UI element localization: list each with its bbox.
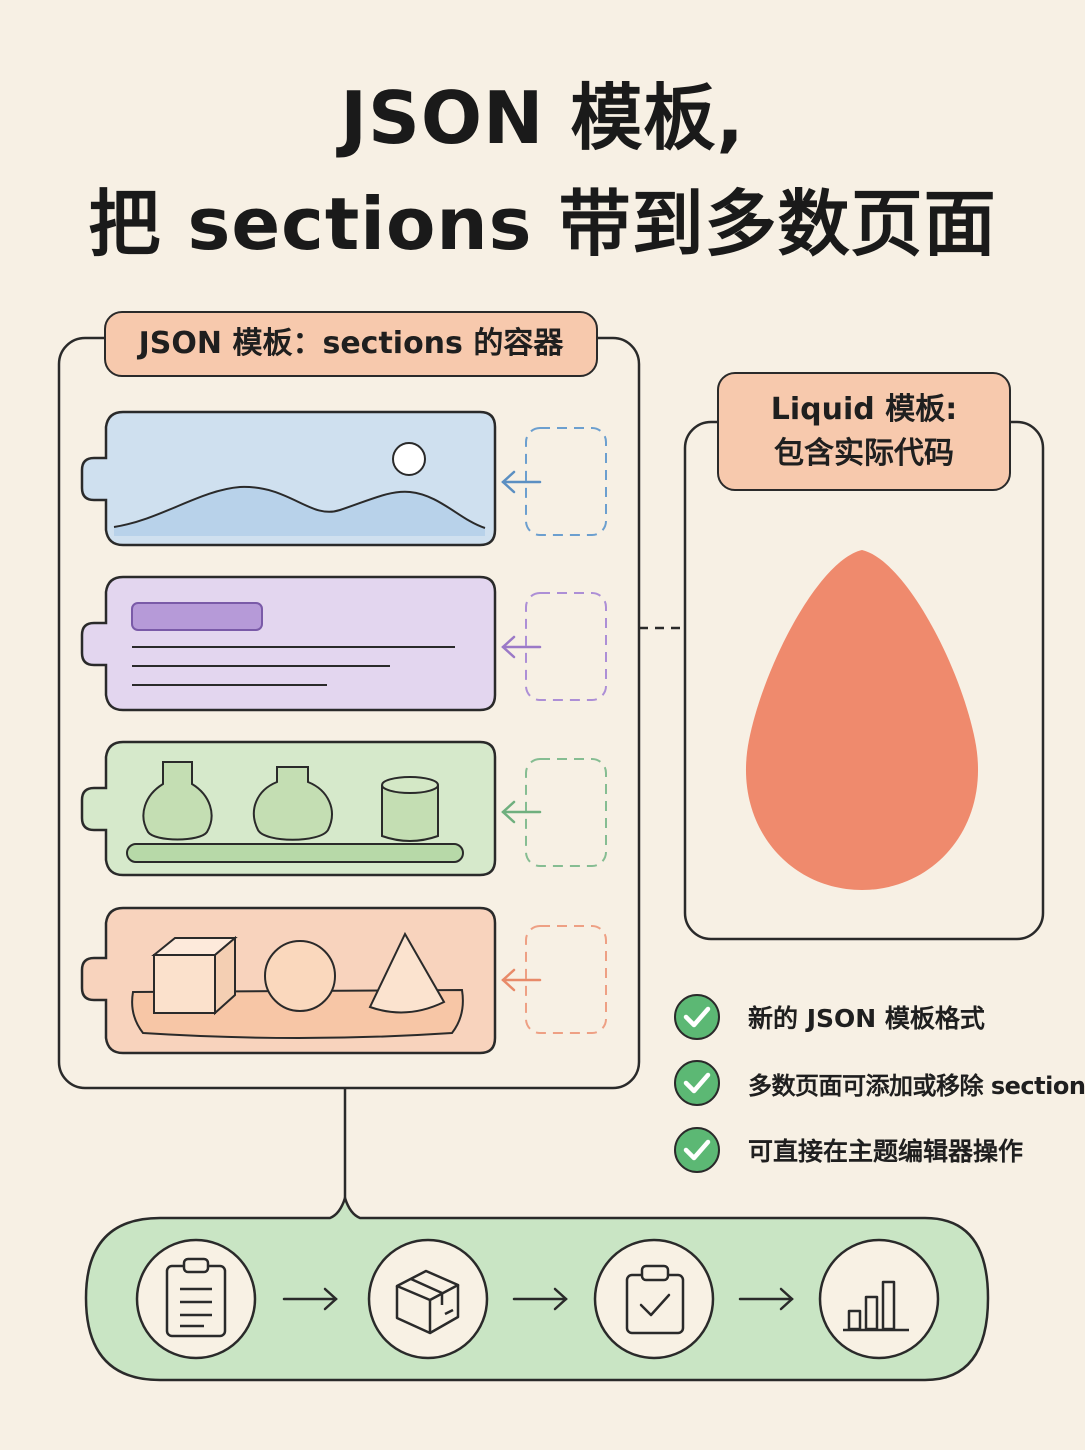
- arrow-right-icon: [738, 1287, 794, 1311]
- workflow-step-1: [135, 1238, 257, 1360]
- arrow-right-icon: [512, 1287, 568, 1311]
- liquid-drop-icon: [745, 550, 979, 890]
- section-slot-2: [501, 592, 607, 701]
- section-slot-4: [501, 925, 607, 1034]
- workflow-connector: [332, 1088, 347, 1220]
- arrow-left-icon: [501, 635, 542, 659]
- clipboard-check-icon: [625, 1264, 685, 1335]
- section-block-shapes: [80, 906, 497, 1055]
- section-block-text: [80, 575, 497, 712]
- liquid-label-line-2: 包含实际代码: [774, 436, 954, 471]
- arrow-left-icon: [501, 968, 542, 992]
- title-line-1: JSON 模板,: [340, 76, 745, 160]
- section-slot-1: [501, 427, 607, 536]
- feature-text-1: 新的 JSON 模板格式: [748, 1004, 985, 1033]
- cylinder-icon: [381, 776, 439, 842]
- shelf-icon: [126, 843, 464, 863]
- bar-chart-icon: [843, 1280, 909, 1332]
- landscape-hill-line: [113, 485, 486, 529]
- check-icon: [674, 1060, 720, 1106]
- vase-icon-1: [142, 761, 213, 841]
- package-box-icon: [395, 1269, 460, 1335]
- section-block-landscape: [80, 410, 497, 547]
- sun-icon: [392, 442, 426, 476]
- cube-icon: [151, 935, 238, 1016]
- arrow-right-icon: [282, 1287, 338, 1311]
- cone-icon: [368, 931, 446, 1014]
- title-line-2: 把 sections 带到多数页面: [88, 182, 997, 266]
- liquid-template-label: Liquid 模板: 包含实际代码: [717, 372, 1011, 491]
- feature-item-2: 多数页面可添加或移除 sections: [674, 1058, 1085, 1108]
- section-block-products: [80, 740, 497, 877]
- landscape-hill-fill: [114, 486, 485, 536]
- feature-item-3: 可直接在主题编辑器操作: [674, 1125, 1023, 1175]
- vase-icon-2: [253, 766, 333, 841]
- feature-text-2: 多数页面可添加或移除 sections: [748, 1071, 1085, 1100]
- workflow-step-3: [593, 1238, 715, 1360]
- liquid-label-line-1: Liquid 模板:: [770, 392, 958, 427]
- section-slot-3: [501, 758, 607, 867]
- feature-text-3: 可直接在主题编辑器操作: [748, 1137, 1024, 1166]
- check-icon: [674, 994, 720, 1040]
- clipboard-list-icon: [165, 1257, 227, 1338]
- feature-item-1: 新的 JSON 模板格式: [674, 992, 985, 1042]
- check-icon: [674, 1127, 720, 1173]
- text-block-heading-bar: [131, 602, 263, 631]
- workflow-bar: [84, 1193, 990, 1382]
- json-template-label: JSON 模板：sections 的容器: [104, 311, 598, 377]
- arrow-left-icon: [501, 800, 542, 824]
- workflow-step-4: [818, 1238, 940, 1360]
- arrow-left-icon: [501, 470, 542, 494]
- sphere-icon: [264, 940, 336, 1012]
